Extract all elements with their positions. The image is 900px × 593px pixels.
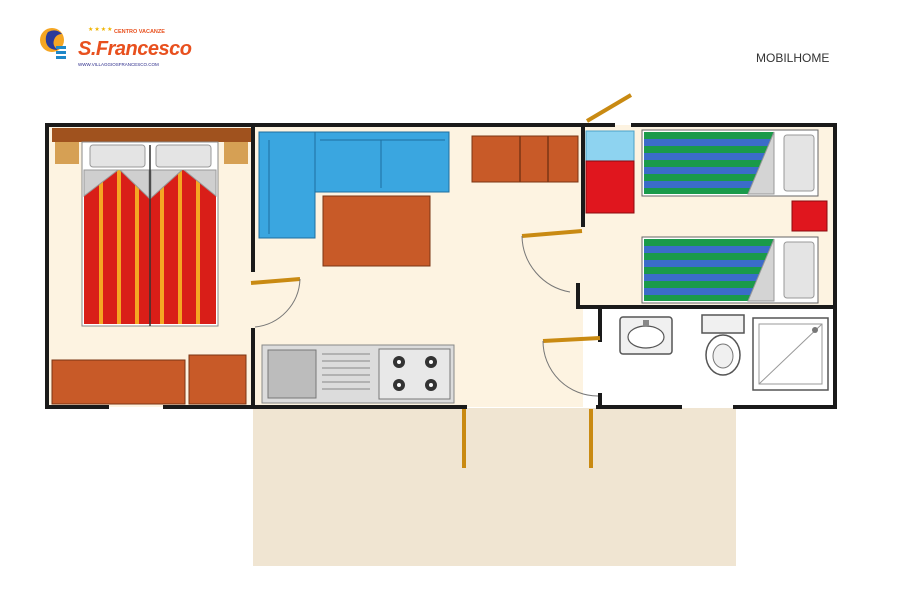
logo-url: WWW.VILLAGGIOSFRANCESCO.COM bbox=[78, 62, 159, 67]
logo-brand: S.Francesco bbox=[78, 38, 192, 60]
doors bbox=[250, 93, 633, 468]
terrace bbox=[253, 408, 736, 566]
bedroom-nightstand bbox=[188, 354, 247, 405]
wall-window-left bbox=[45, 210, 49, 322]
bedroom-dresser bbox=[51, 359, 186, 405]
washbasin-icon bbox=[619, 316, 673, 355]
shower-icon bbox=[752, 317, 829, 391]
twin-room-shelf bbox=[585, 130, 635, 162]
sink-icon bbox=[267, 349, 317, 399]
single-bed-lower bbox=[641, 236, 819, 304]
walls bbox=[45, 123, 837, 409]
living-cabinet bbox=[471, 135, 579, 183]
door-swings bbox=[254, 235, 599, 397]
corner-sofa bbox=[258, 131, 450, 239]
dining-table bbox=[322, 195, 431, 267]
twin-room-nightstand bbox=[791, 200, 828, 232]
kitchen-counter bbox=[261, 344, 455, 404]
double-bed bbox=[52, 128, 252, 327]
logo: ★★★★ CENTRO VACANZE S.Francesco WWW.VILL… bbox=[38, 24, 192, 74]
cooktop-icon bbox=[378, 348, 451, 400]
single-bed-upper bbox=[641, 129, 819, 197]
twin-room-wardrobe bbox=[585, 160, 635, 214]
plan-title: MOBILHOME bbox=[756, 51, 830, 65]
logo-tagline: CENTRO VACANZE bbox=[114, 29, 165, 35]
toilet-icon bbox=[701, 314, 745, 376]
logo-stars: ★★★★ bbox=[88, 27, 114, 33]
logo-sun-icon bbox=[40, 28, 66, 59]
